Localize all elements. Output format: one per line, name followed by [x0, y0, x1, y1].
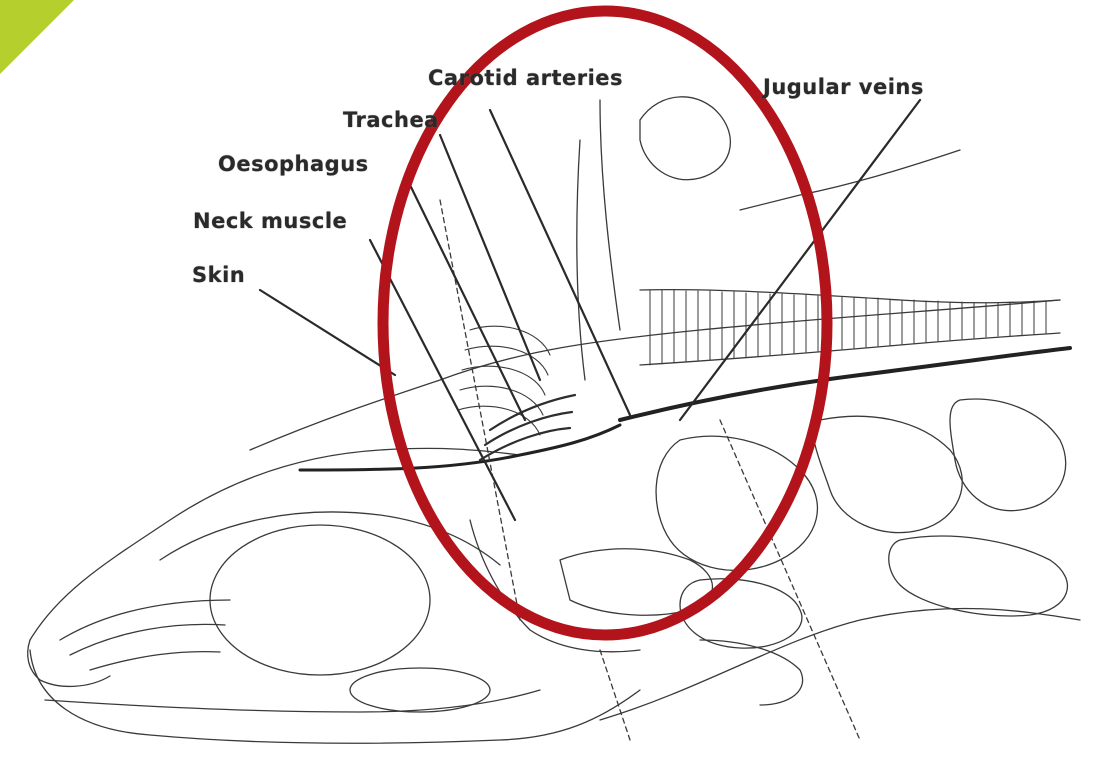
- upper-neck-line-2: [600, 100, 620, 330]
- muscle-outline-5: [680, 579, 802, 648]
- neck-surface-line: [300, 425, 620, 470]
- label-oesophagus: Oesophagus: [218, 152, 369, 176]
- dashed-line-3: [600, 650, 630, 740]
- label-jugular-veins: Jugular veins: [763, 75, 924, 99]
- jugular-contour: [640, 97, 730, 180]
- leader-skin: [260, 290, 395, 375]
- nasal-turbinates: [60, 600, 230, 670]
- lower-jaw: [45, 690, 540, 712]
- label-neck-muscle: Neck muscle: [193, 209, 347, 233]
- vertebral-band-bottom: [640, 333, 1060, 365]
- snout-tip: [28, 640, 110, 686]
- highlight-ellipse: [383, 11, 827, 635]
- tongue: [350, 668, 490, 712]
- trachea-rings: [458, 326, 550, 435]
- leader-trachea: [440, 135, 540, 380]
- label-carotid-arteries: Carotid arteries: [428, 66, 623, 90]
- lower-organ-3: [700, 640, 803, 705]
- jaw-outline: [30, 650, 640, 743]
- vertebral-stripes: [650, 290, 1046, 365]
- oesophagus-region: [480, 395, 575, 460]
- muscle-outline-2: [814, 416, 963, 532]
- label-trachea: Trachea: [343, 108, 439, 132]
- upper-neck-line: [740, 150, 960, 210]
- muscle-outline-3: [950, 399, 1066, 511]
- brain-case: [210, 525, 430, 675]
- vertebral-band-top: [640, 290, 1060, 303]
- muscle-outline-1: [656, 436, 817, 570]
- label-skin: Skin: [192, 263, 245, 287]
- muscle-outline-4: [889, 536, 1068, 616]
